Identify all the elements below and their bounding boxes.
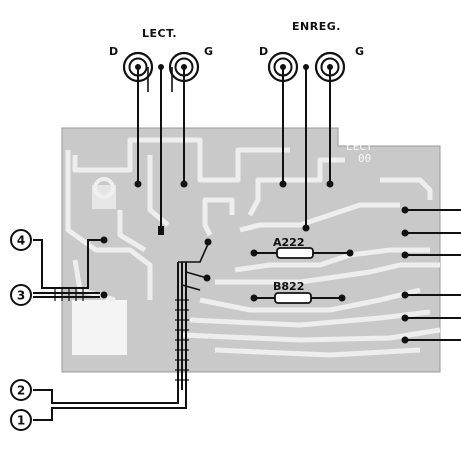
- resistor-b822: B822: [250, 280, 346, 304]
- terminal-4-number: 4: [17, 234, 25, 248]
- terminal-3-number: 3: [17, 289, 25, 303]
- enreg-d-label: D: [259, 45, 269, 58]
- connector-wires: [137, 67, 331, 228]
- enreg-g-label: G: [355, 45, 365, 58]
- lect-g-label: G: [204, 45, 214, 58]
- lead-terminal-3: [33, 289, 100, 301]
- board-marking-line2: 00: [358, 152, 371, 165]
- output-leads: [401, 206, 461, 344]
- lect-label: LECT.: [142, 27, 177, 40]
- resistor-a222-label: A222: [273, 236, 304, 249]
- lead-terminal-4: [33, 239, 104, 289]
- lead-terminal-2: [33, 389, 179, 404]
- lead-terminal-1: [33, 390, 187, 421]
- resistor-b822-label: B822: [273, 280, 304, 293]
- terminal-3: 3: [10, 284, 32, 306]
- board-marking: LECT 00: [346, 140, 373, 165]
- resistor-a222: A222: [250, 236, 354, 259]
- terminal-1-number: 1: [17, 414, 25, 428]
- circuit-board: [61, 127, 441, 373]
- lect-connector-d: D: [109, 45, 154, 83]
- board-marking-line1: LECT: [346, 140, 373, 153]
- lect-d-label: D: [109, 45, 119, 58]
- terminal-2: 2: [10, 379, 32, 401]
- enreg-label: ENREG.: [292, 20, 341, 33]
- board-pads: [100, 180, 334, 299]
- cable-bundle: [175, 243, 209, 390]
- enreg-connector-d: D: [259, 45, 299, 83]
- lect-connector-g: G: [168, 45, 214, 83]
- terminal-1: 1: [10, 409, 32, 431]
- enreg-connector-g: G: [314, 45, 365, 83]
- terminal-4: 4: [10, 229, 32, 251]
- terminal-2-number: 2: [17, 384, 25, 398]
